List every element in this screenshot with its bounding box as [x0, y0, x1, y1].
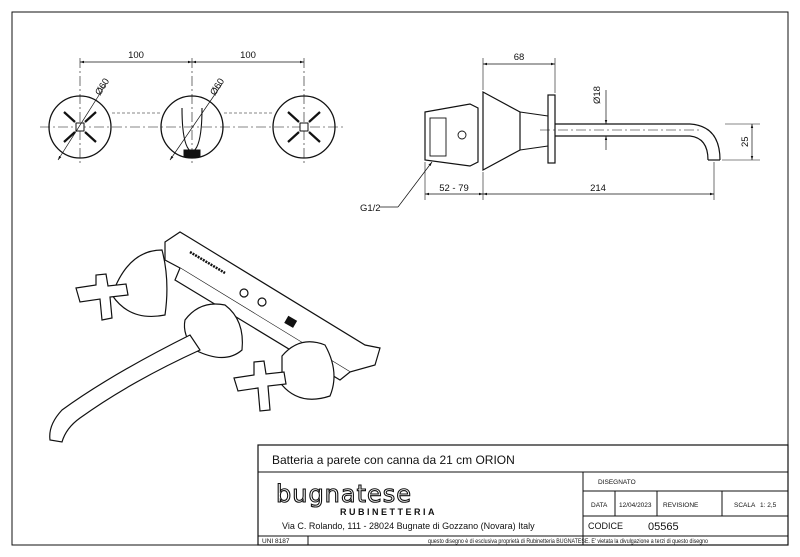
- brand-logo: bugnatese: [276, 480, 412, 508]
- dim-spacing-right: 100: [240, 50, 256, 61]
- iso-left-handle: [111, 249, 168, 318]
- dim-diam-left: Ø60: [93, 77, 112, 98]
- front-view: [40, 58, 345, 165]
- brand-subtitle: RUBINETTERIA: [340, 507, 437, 517]
- dim-spout-drop: 25: [740, 136, 751, 147]
- dim-plate-depth: 68: [514, 52, 525, 63]
- dim-spout-diam: Ø18: [592, 86, 603, 104]
- product-title: Batteria a parete con canna da 21 cm ORI…: [272, 453, 515, 467]
- iso-spout-tube: [49, 334, 201, 443]
- code-label: CODICE: [588, 521, 623, 531]
- title-block: [257, 444, 789, 546]
- spout-rosette: [160, 95, 224, 159]
- handle-cone: [482, 90, 521, 172]
- thread-label: G1/2: [360, 203, 381, 214]
- left-handle-rosette: [48, 95, 112, 159]
- wall-plate: [547, 94, 556, 164]
- dim-spacing-left: 100: [128, 50, 144, 61]
- side-view: [380, 58, 760, 208]
- scale-label: SCALA: [734, 502, 756, 509]
- isometric-view: [49, 231, 381, 443]
- code-value: 05565: [648, 521, 679, 533]
- date-value: 12/04/2023: [619, 502, 652, 509]
- disclaimer: questo disegno è di esclusiva proprietà …: [428, 538, 708, 545]
- revision-label: REVISIONE: [663, 502, 699, 509]
- standard-ref: UNI 8187: [262, 538, 290, 545]
- dim-spout-length: 214: [590, 183, 606, 194]
- company-address: Via C. Rolando, 111 - 28024 Bugnate di G…: [282, 521, 535, 531]
- dim-adjust-range: 52 - 79: [439, 183, 469, 194]
- spout-aerator: [183, 149, 201, 158]
- dim-diam-right: Ø60: [208, 77, 227, 98]
- date-label: DATA: [591, 502, 608, 509]
- right-handle-rosette: [272, 95, 336, 159]
- scale-value: 1: 2,5: [760, 502, 777, 509]
- spout: [555, 123, 721, 161]
- iso-right-handle: [281, 341, 335, 400]
- drawn-label: DISEGNATO: [598, 479, 636, 486]
